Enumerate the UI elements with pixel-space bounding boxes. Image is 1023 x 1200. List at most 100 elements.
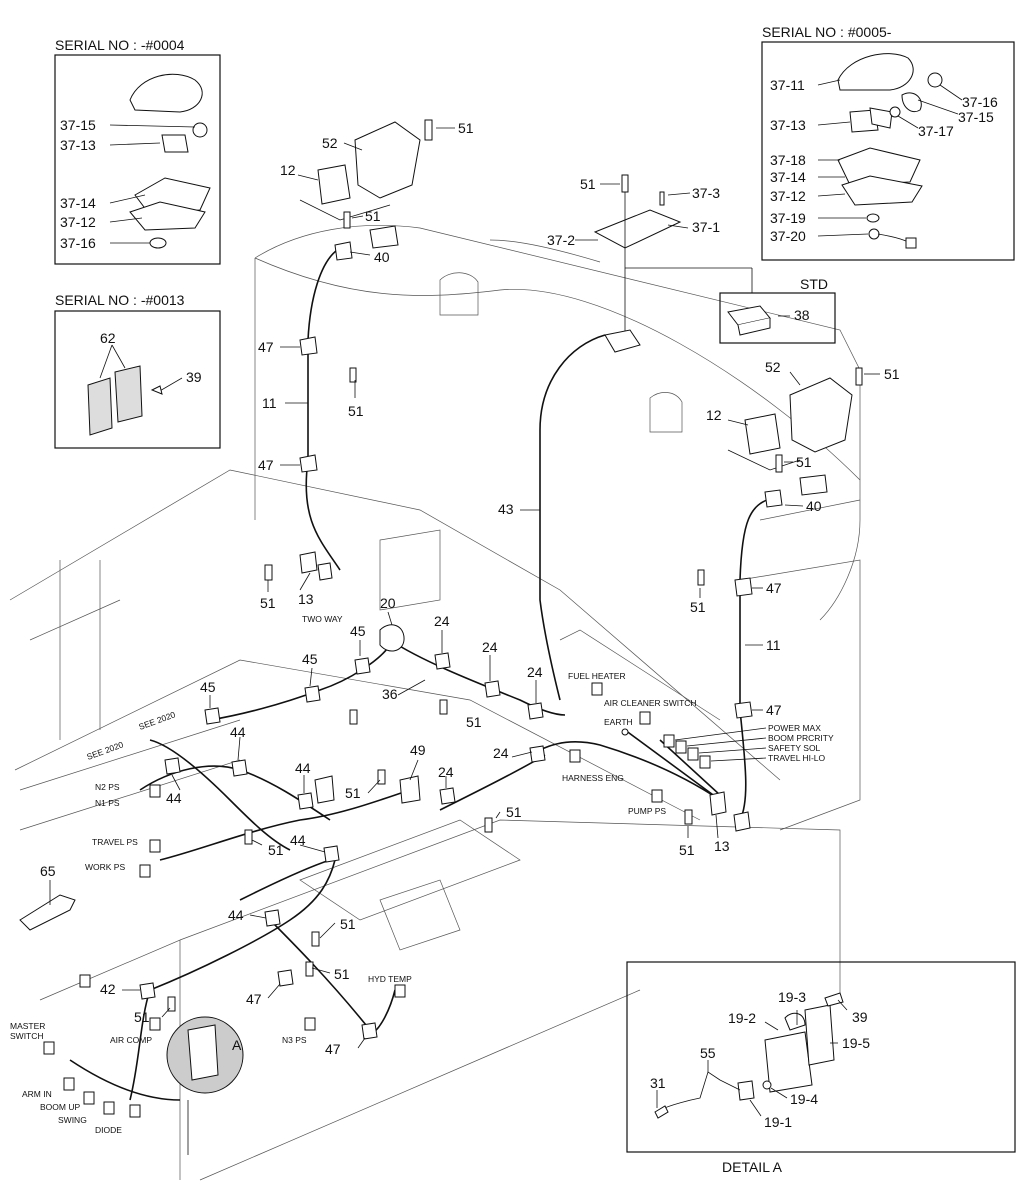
label: 51 [679,842,695,858]
label: 51 [466,714,482,730]
label: 37-17 [918,123,954,139]
label: 37-15 [958,109,994,125]
bolt-icon [349,709,358,725]
label: 19-2 [728,1010,756,1026]
label: 31 [650,1075,666,1091]
plate-icon [593,209,682,249]
connector-icon [905,237,917,249]
label: 13 [714,838,730,854]
o-ring-icon [927,72,943,88]
relay-icon [709,791,727,816]
label: 37-3 [692,185,720,201]
bolt-icon [244,829,253,845]
label: 37-2 [547,232,575,248]
lamp-lens-icon [192,122,208,138]
left-lamp-assembly: 52 51 12 51 40 47 51 11 47 [258,119,474,473]
label: 62 [100,330,116,346]
label: 37-12 [770,188,806,204]
note: TRAVEL PS [92,837,138,847]
label: 19-1 [764,1114,792,1130]
lamp-cover-icon [837,53,914,91]
note: AIR CLEANER SWITCH [604,698,697,708]
clip-icon [264,909,281,927]
label: 37-18 [770,152,806,168]
lamp-icon [744,413,781,455]
note: MASTER [10,1021,45,1031]
label: 37-16 [60,235,96,251]
label: 44 [166,790,182,806]
label: 51 [884,366,900,382]
sensor-icon [19,894,76,931]
right-lamp-assembly: 52 51 12 51 40 51 47 11 47 [690,359,900,719]
clip-icon [299,336,318,356]
std-frame [719,292,836,344]
lamp-base-icon [841,175,923,206]
note: HARNESS ENG [562,773,624,783]
clip-icon [139,982,156,1000]
o-ring-icon [889,106,901,118]
serial-0013-frame [54,310,221,449]
label: 51 [690,599,706,615]
note: PUMP PS [628,806,666,816]
label: 24 [493,745,509,761]
clip-icon [277,969,294,987]
label: 37-19 [770,210,806,226]
note: SWITCH [10,1031,44,1041]
bolt-icon [855,367,863,386]
grommet-icon [762,1080,772,1090]
label: 42 [100,981,116,997]
bolt-icon [305,961,314,977]
label: 52 [322,135,338,151]
label: 37-13 [770,117,806,133]
note: EARTH [604,717,633,727]
bolt-icon [167,996,176,1012]
label: 43 [498,501,514,517]
note: N3 PS [282,1035,307,1045]
label: 44 [295,760,311,776]
label: 24 [434,613,450,629]
detail-a-callout: A [166,1016,244,1155]
label: 37-14 [60,195,96,211]
label: 37-13 [60,137,96,153]
bracket-icon [804,1004,835,1066]
label: 47 [766,580,782,596]
bolt-icon [424,119,433,141]
label: 24 [527,664,543,680]
flasher-icon [379,624,405,652]
clip-icon [204,707,221,725]
o-ring-icon [866,213,880,223]
label: 45 [200,679,216,695]
label: 45 [302,651,318,667]
clip-icon [164,757,181,775]
label: 37-11 [770,77,805,93]
clip-icon [231,759,248,777]
note: WORK PS [85,862,125,872]
clip-icon [354,657,371,675]
label: 37-1 [692,219,720,235]
note: BOOM UP [40,1102,80,1112]
bolt-icon [349,367,357,383]
clip-icon [361,1022,378,1040]
clip-icon [334,241,353,261]
note: FUEL HEATER [568,671,626,681]
label: 40 [806,498,822,514]
lamp-cover-icon [129,73,203,113]
label: 51 [365,208,381,224]
label: 51 [458,120,474,136]
serial-0005-frame [761,41,1015,261]
label: 24 [482,639,498,655]
bolt-icon [377,769,386,785]
bolt-icon [484,817,493,833]
std-parts: 38 [727,305,810,336]
mount-plate: 37-2 37-1 37-3 51 [547,174,753,353]
plate-icon [604,329,641,353]
lamp-guard-icon [354,121,421,199]
clip-icon [764,489,783,508]
label: 55 [700,1045,716,1061]
frame-parts: 51 13 20 45 45 24 24 24 36 51 45 44 44 4… [19,551,751,1057]
label: 47 [246,991,262,1007]
lamp-gasket-icon [837,147,921,186]
tank-cap-icon [187,1024,219,1081]
note: AIR COMP [110,1035,152,1045]
